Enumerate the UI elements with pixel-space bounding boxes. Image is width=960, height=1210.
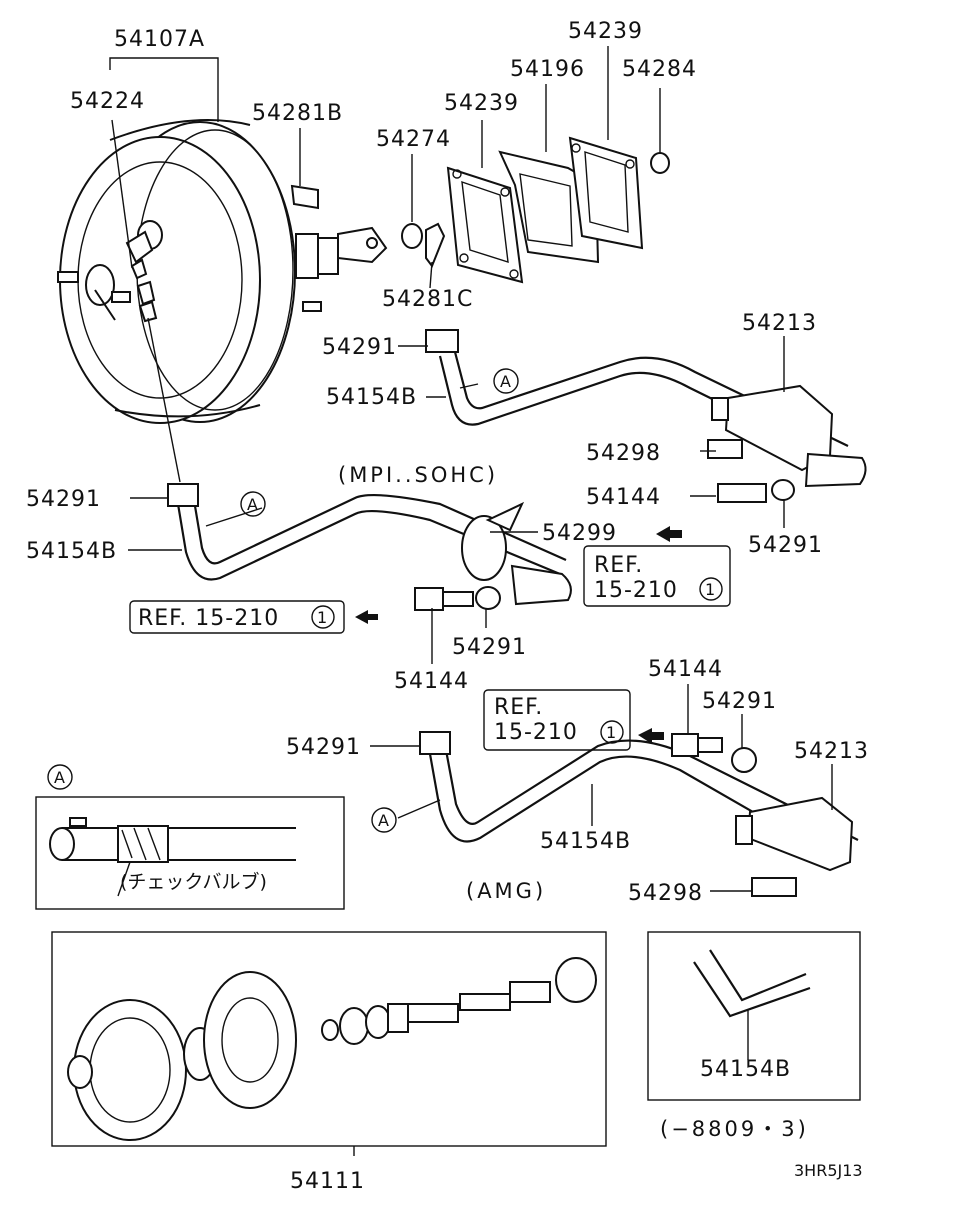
leader-lines: [109, 46, 833, 1156]
ref-amg-line2: 15-210: [494, 720, 578, 745]
ref-amg-line1: REF.: [494, 695, 543, 720]
gasket-spacer-group: [446, 136, 670, 284]
label-bolt-amg: 54298: [628, 881, 703, 906]
label-booster: 54107A: [114, 27, 205, 52]
label-spacer: 54196: [510, 57, 585, 82]
overhaul-kit-box: [51, 931, 607, 1147]
sohc-hose-drawing: [425, 329, 867, 503]
label-clamp-sohc-right: 54291: [748, 533, 823, 558]
label-washer: 54274: [376, 127, 451, 152]
label-clip: 54299: [542, 521, 617, 546]
middle-hose-drawing: [167, 483, 572, 611]
label-fitting-amg: 54144: [648, 657, 723, 682]
ref-box-amg: [483, 689, 631, 751]
ref-box-left: [129, 600, 345, 634]
ref-arrow-right: [656, 526, 682, 542]
ref-left-text: REF. 15-210: [138, 606, 279, 631]
label-fitting-sohc-right: 54144: [586, 485, 661, 510]
label-clamp-amg-left: 54291: [286, 735, 361, 760]
ref-amg-num: 1: [606, 723, 616, 742]
marker-a-upper: A: [500, 372, 511, 391]
label-gasket-a: 54239: [444, 91, 519, 116]
note-date-code: (−8809・3): [660, 1117, 809, 1141]
ref-left-num: 1: [317, 608, 327, 627]
ref-sohc-line1: REF.: [594, 553, 643, 578]
label-clamp-amg-right: 54291: [702, 689, 777, 714]
note-check-valve: (チェックバルブ): [120, 870, 267, 893]
marker-a-mid: A: [247, 495, 258, 514]
label-check-valve-fitting: 54224: [70, 89, 145, 114]
ref-box-sohc: [583, 545, 731, 607]
label-hose-mid: 54154B: [26, 539, 117, 564]
snap-pin-drawing: [425, 222, 446, 269]
ref-arrow-left: [355, 610, 378, 624]
diagram-id: 3HR5J13: [794, 1161, 863, 1180]
note-amg: (AMG): [466, 879, 546, 903]
label-hose-amg: 54154B: [540, 829, 631, 854]
brake-booster-drawing: [57, 119, 388, 424]
label-bolt-sohc: 54298: [586, 441, 661, 466]
hose-inset-box: [647, 931, 861, 1101]
amg-hose-drawing: [419, 731, 859, 897]
label-clamp-sohc-center: 54291: [452, 635, 527, 660]
label-clamp-upper-left: 54291: [322, 335, 397, 360]
label-fitting-sohc-center: 54144: [394, 669, 469, 694]
label-overhaul-kit: 54111: [290, 1169, 365, 1194]
label-hose-inset: 54154B: [700, 1057, 791, 1082]
washer-drawing: [401, 223, 423, 249]
label-bracket-amg: 54213: [794, 739, 869, 764]
marker-a-inset: A: [54, 768, 65, 787]
pin-bolt-drawing: [290, 184, 319, 210]
label-snap-pin: 54281C: [382, 287, 473, 312]
label-nut: 54284: [622, 57, 697, 82]
label-hose-upper: 54154B: [326, 385, 417, 410]
label-clamp-mid-left: 54291: [26, 487, 101, 512]
note-mpi-sohc: (MPI..SOHC): [338, 463, 498, 487]
ref-sohc-line2: 15-210: [594, 578, 678, 603]
ref-arrow-amg: [638, 728, 664, 744]
label-pin-bolt: 54281B: [252, 101, 343, 126]
marker-a-amg: A: [378, 811, 389, 830]
check-valve-inset: [35, 796, 345, 910]
label-gasket-b: 54239: [568, 19, 643, 44]
ref-sohc-num: 1: [705, 580, 715, 599]
label-bracket-sohc: 54213: [742, 311, 817, 336]
